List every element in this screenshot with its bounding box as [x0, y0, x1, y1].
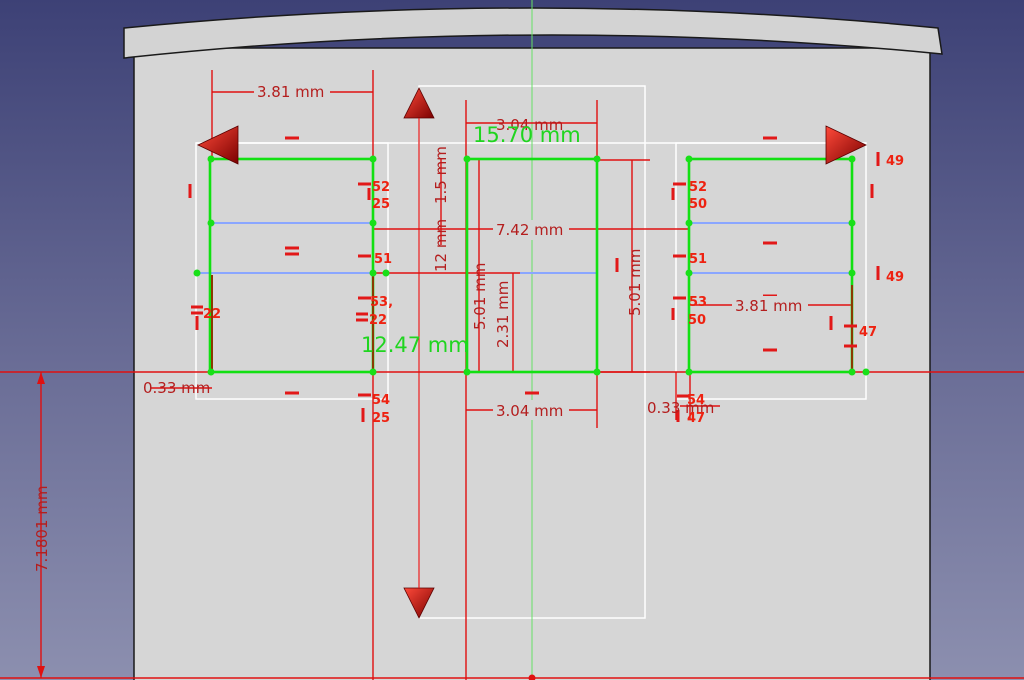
svg-text:52: 52 — [689, 180, 707, 195]
svg-text:51: 51 — [689, 252, 707, 267]
svg-text:47: 47 — [687, 411, 705, 426]
construction-lines — [197, 222, 852, 274]
dim-bottom-center: 3.04 mm — [496, 402, 563, 420]
svg-text:49: 49 — [886, 270, 904, 285]
dim-right-height: 5.01 mm — [626, 249, 644, 316]
dim-right-offset: 0.33 mm — [647, 399, 714, 417]
dim-sub-height: 2.31 mm — [494, 281, 512, 348]
svg-text:47: 47 — [859, 325, 877, 340]
sketch-points[interactable] — [193, 155, 870, 680]
right-rectangle[interactable] — [687, 157, 854, 374]
svg-text:53,: 53, — [370, 295, 393, 310]
svg-text:54: 54 — [372, 393, 390, 408]
svg-text:54: 54 — [687, 393, 705, 408]
part-body — [123, 7, 943, 680]
dim-left-offset: 0.33 mm — [143, 379, 210, 397]
svg-text:51: 51 — [374, 252, 392, 267]
constraint-labels: 52 25 51 53, 22 22 54 25 52 50 51 53 50 … — [203, 154, 904, 426]
svg-text:25: 25 — [372, 411, 390, 426]
dim-vertical-2: 12 mm — [432, 219, 450, 272]
dim-left-width: 3.81 mm — [257, 83, 324, 101]
svg-text:49: 49 — [886, 154, 904, 169]
dimension-labels[interactable]: 3.81 mm 3.04 mm 15.70 mm 7.42 mm 1.5 mm … — [33, 80, 808, 572]
svg-text:25: 25 — [372, 197, 390, 212]
direction-arrows — [197, 87, 867, 619]
left-rectangle[interactable] — [208, 157, 375, 374]
svg-text:22: 22 — [203, 307, 221, 322]
center-rectangle[interactable] — [465, 157, 599, 374]
dim-datum: 7.1801 mm — [33, 486, 51, 572]
sketch-geometry[interactable] — [208, 157, 854, 374]
svg-text:50: 50 — [689, 197, 707, 212]
dim-right-width: 3.81 mm — [735, 297, 802, 315]
svg-text:53: 53 — [689, 295, 707, 310]
svg-text:52: 52 — [372, 180, 390, 195]
dim-vertical-1: 1.5 mm — [432, 146, 450, 204]
dim-overall-height: 12.47 mm — [361, 333, 469, 357]
dim-top-center: 3.04 mm — [496, 116, 563, 134]
dim-overall-width: 15.70 mm — [473, 123, 581, 147]
dim-center-span: 7.42 mm — [496, 221, 563, 239]
svg-text:50: 50 — [688, 313, 706, 328]
dim-center-height: 5.01 mm — [471, 263, 489, 330]
svg-text:22: 22 — [369, 313, 387, 328]
